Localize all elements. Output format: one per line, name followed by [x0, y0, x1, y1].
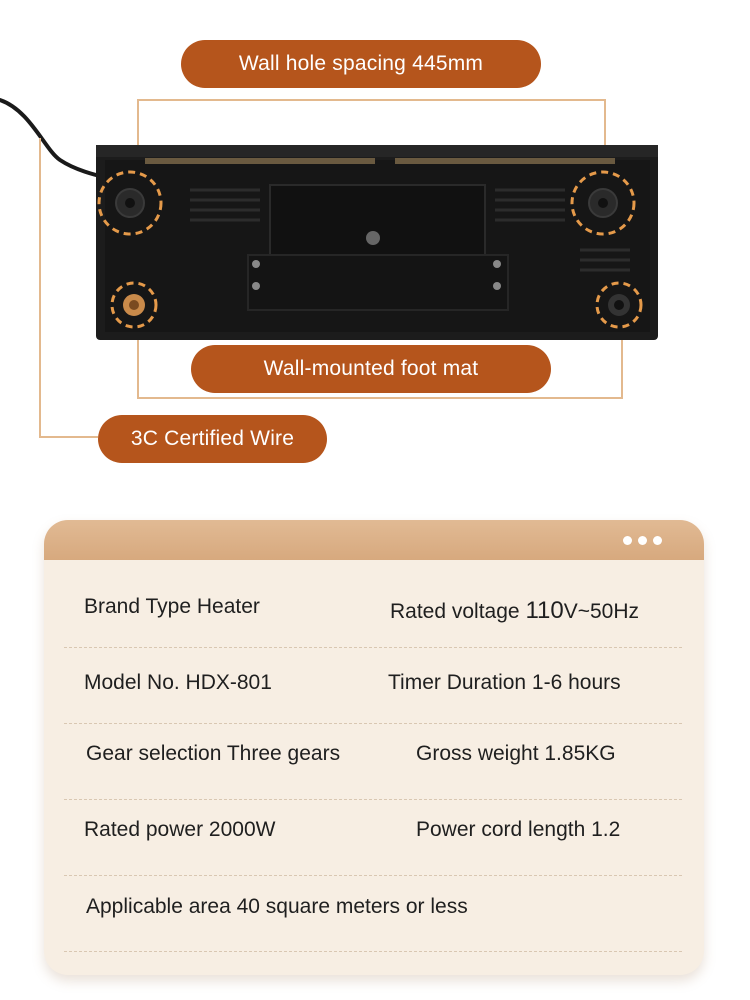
rated-voltage-suffix: V~50Hz: [563, 600, 639, 623]
dot: [638, 536, 647, 545]
wall-hole-spacing-text: Wall hole spacing 445mm: [238, 52, 484, 75]
spec-rated-voltage: Rated voltage 110V~50Hz: [390, 597, 639, 625]
spec-gross-weight: Gross weight 1.85KG: [416, 742, 616, 765]
spec-row: Gear selection Three gears Gross weight …: [64, 725, 682, 800]
wall-mounted-foot-mat-label: Wall-mounted foot mat: [191, 345, 551, 393]
spec-model-no: Model No. HDX-801: [84, 671, 272, 694]
spec-card: Brand Type Heater Rated voltage 110V~50H…: [44, 520, 704, 975]
heater-body: [96, 145, 658, 340]
spec-rated-power: Rated power 2000W: [84, 818, 276, 841]
highlight-circles: [97, 170, 643, 329]
power-cord: [0, 98, 110, 180]
rated-voltage-prefix: Rated voltage: [390, 600, 526, 623]
wall-hole-spacing-label: Wall hole spacing 445mm: [181, 40, 541, 88]
spec-row: Brand Type Heater Rated voltage 110V~50H…: [64, 573, 682, 648]
spec-row: Model No. HDX-801 Timer Duration 1-6 hou…: [64, 649, 682, 724]
certified-wire-label: 3C Certified Wire: [98, 415, 327, 463]
dot: [653, 536, 662, 545]
more-dots-icon: [623, 536, 662, 545]
spec-card-header: [44, 520, 704, 560]
guide-lines: [39, 99, 623, 438]
spec-row: Rated power 2000W Power cord length 1.2: [64, 801, 682, 876]
spec-brand-type: Brand Type Heater: [84, 595, 260, 618]
rated-voltage-value: 110: [525, 597, 564, 624]
spec-applicable-area: Applicable area 40 square meters or less: [86, 895, 468, 918]
certified-wire-text: 3C Certified Wire: [130, 427, 295, 450]
spec-gear-selection: Gear selection Three gears: [86, 742, 341, 765]
product-back-photo: [0, 98, 658, 438]
wall-mounted-foot-mat-text: Wall-mounted foot mat: [263, 357, 479, 380]
spec-power-cord-length: Power cord length 1.2: [416, 818, 621, 841]
spec-row: Applicable area 40 square meters or less: [64, 877, 682, 952]
spec-timer-duration: Timer Duration 1-6 hours: [388, 671, 621, 694]
dot: [623, 536, 632, 545]
